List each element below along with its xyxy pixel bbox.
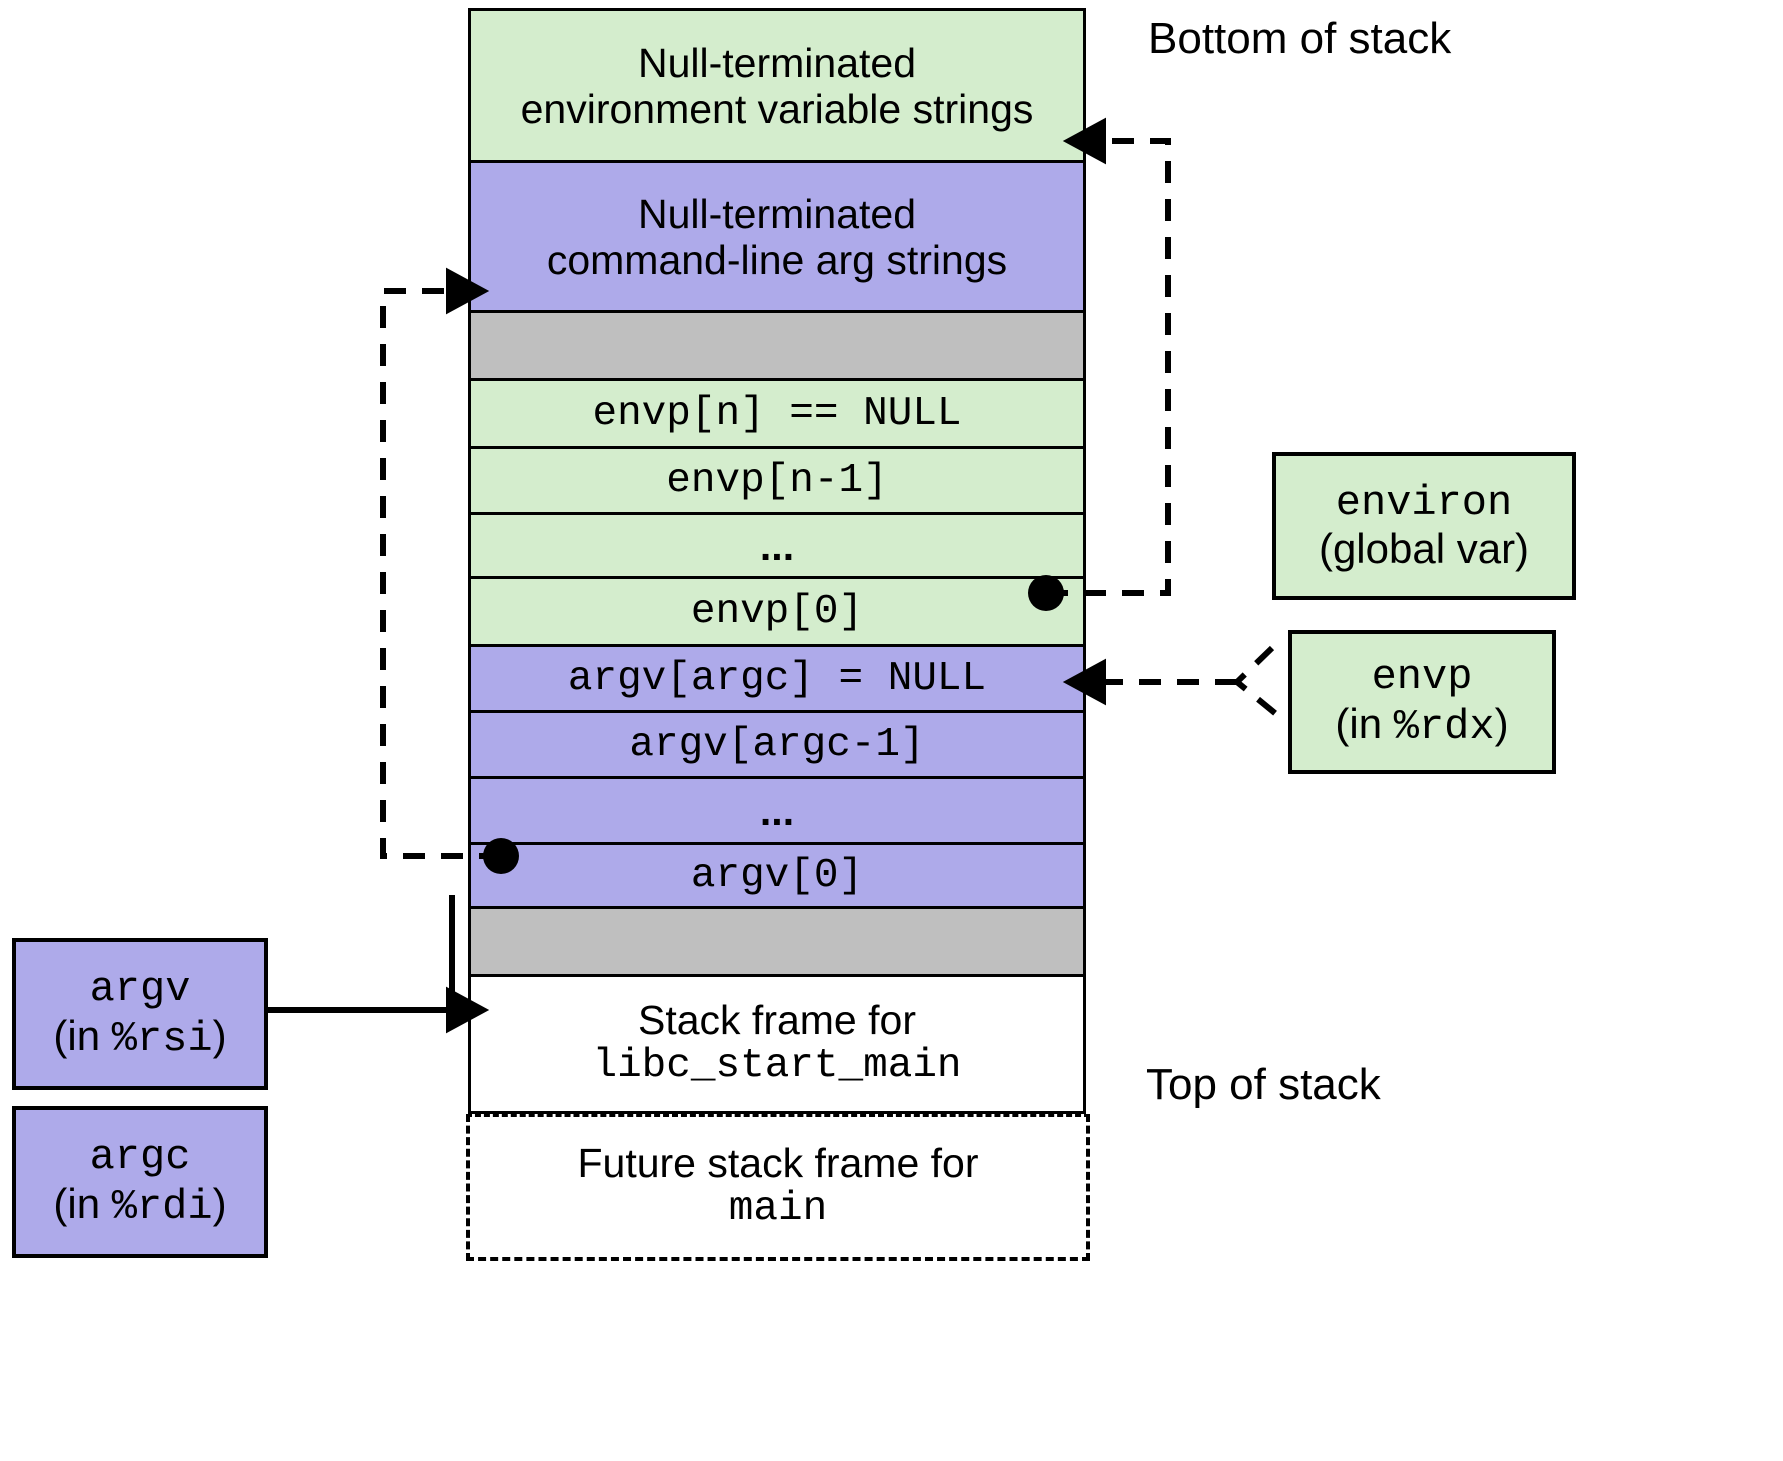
environ-global-var-box: environ (global var) — [1272, 452, 1576, 600]
envp-box-line2-suffix: ) — [1494, 699, 1509, 747]
top-of-stack-label: Top of stack — [1146, 1060, 1381, 1109]
stack-cell-gap-lower — [468, 906, 1086, 980]
argv-argc-1-label: argv[argc-1] — [629, 722, 925, 769]
envp-box-line2: (in %rdx) — [1335, 699, 1509, 751]
argc-box-line2: (in %rdi) — [53, 1179, 227, 1231]
envp-0-label: envp[0] — [690, 589, 864, 636]
argc-box-line2-prefix: (in — [53, 1179, 112, 1227]
argv-box-line1: argv — [89, 965, 191, 1014]
stack-cell-future-frame-main: Future stack frame for main — [466, 1114, 1090, 1261]
frame-libc-line2: libc_start_main — [592, 1043, 962, 1089]
envp-register-name: %rdx — [1393, 702, 1495, 751]
stack-cell-envp-0: envp[0] — [468, 576, 1086, 650]
envp-ellipsis-label: ... — [759, 523, 795, 570]
envp-n-1-label: envp[n-1] — [666, 458, 888, 505]
frame-main-line1: Future stack frame for — [577, 1140, 979, 1187]
argv-box-line2-prefix: (in — [53, 1011, 112, 1059]
stack-cell-frame-libc-start-main: Stack frame for libc_start_main — [468, 974, 1086, 1114]
arg-strings-line1: Null-terminated — [638, 191, 916, 238]
argv-0-label: argv[0] — [690, 853, 864, 900]
stack-cell-envp-null: envp[n] == NULL — [468, 378, 1086, 452]
frame-main-line2: main — [728, 1186, 828, 1232]
envp-box-line1: envp — [1371, 653, 1473, 702]
environ-box-line1: environ — [1335, 478, 1513, 527]
envp-null-label: envp[n] == NULL — [592, 391, 962, 438]
environ-box-line2: (global var) — [1318, 525, 1530, 572]
stack-cell-argv-argc-1: argv[argc-1] — [468, 710, 1086, 782]
envp-register-box: envp (in %rdx) — [1288, 630, 1556, 774]
argv-box-to-argv0-wire — [264, 895, 455, 1013]
env-strings-line1: Null-terminated — [638, 40, 916, 87]
stack-cell-gap-upper — [468, 310, 1086, 384]
argv-box-line2-suffix: ) — [212, 1011, 227, 1059]
arg-strings-line2: command-line arg strings — [546, 237, 1008, 283]
stack-cell-argv-0: argv[0] — [468, 842, 1086, 912]
argv-register-name: %rsi — [111, 1014, 213, 1063]
stack-cell-envp-n-1: envp[n-1] — [468, 446, 1086, 518]
stack-cell-arg-strings: Null-terminated command-line arg strings — [468, 160, 1086, 316]
argc-box-line2-suffix: ) — [212, 1179, 227, 1227]
argv-null-label: argv[argc] = NULL — [567, 656, 987, 703]
stack-cell-argv-null: argv[argc] = NULL — [468, 644, 1086, 716]
argc-box-line1: argc — [89, 1133, 191, 1182]
stack-cell-env-strings: Null-terminated environment variable str… — [468, 8, 1086, 166]
env-strings-line2: environment variable strings — [520, 86, 1034, 132]
frame-libc-line1: Stack frame for — [638, 997, 916, 1044]
environ-envp-to-envp0-wire — [1062, 645, 1289, 726]
bottom-of-stack-label: Bottom of stack — [1148, 14, 1452, 63]
argv-register-box: argv (in %rsi) — [12, 938, 268, 1090]
envp-box-line2-prefix: (in — [1335, 699, 1394, 747]
argv-box-line2: (in %rsi) — [53, 1011, 227, 1063]
stack-cell-argv-ellipsis: ... — [468, 776, 1086, 848]
argc-register-box: argc (in %rdi) — [12, 1106, 268, 1258]
argc-register-name: %rdi — [111, 1182, 213, 1231]
stack-cell-envp-ellipsis: ... — [468, 512, 1086, 582]
argv-ellipsis-label: ... — [759, 788, 795, 835]
